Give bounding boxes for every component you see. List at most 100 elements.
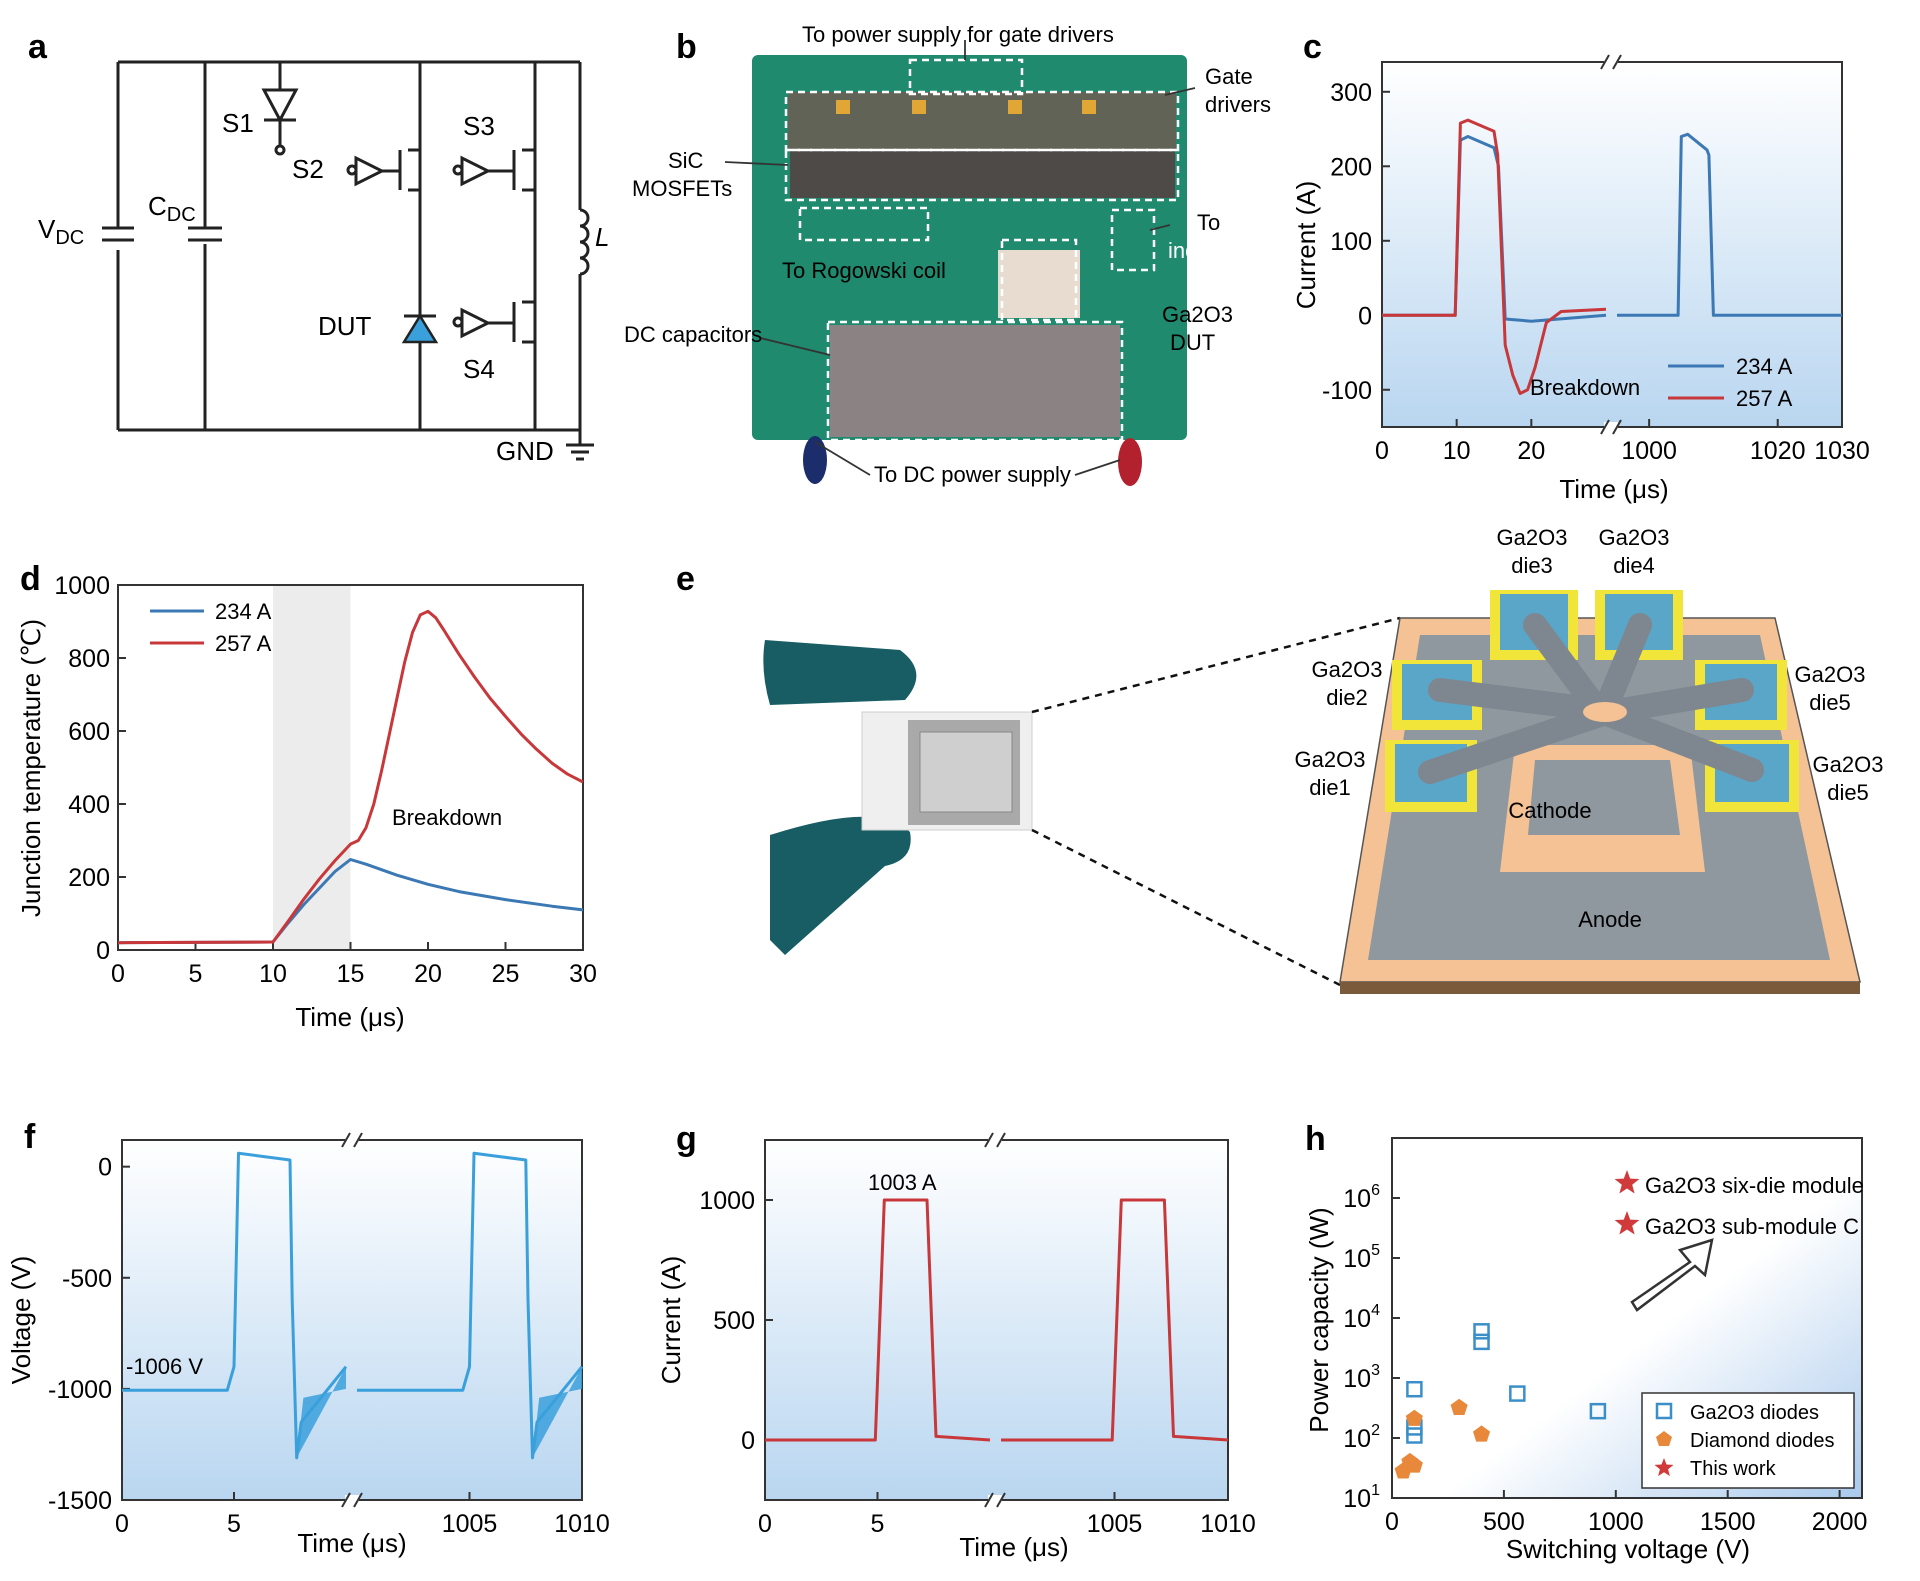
y-tick-label: 800 [68, 645, 110, 673]
positive-terminal [1118, 438, 1142, 486]
scatter-point-diamond [1405, 1409, 1423, 1426]
y-tick-base: 10 [1343, 1485, 1371, 1513]
e-die2-l1: Ga2O3 [1312, 657, 1383, 682]
y-tick-label: -500 [62, 1265, 112, 1293]
x-tick-label: 0 [1385, 1508, 1399, 1536]
glove-lower [770, 816, 911, 955]
c-legend-234: 234 A [1736, 354, 1793, 379]
y-tick-label: 106 [1343, 1182, 1380, 1213]
panel-label-a: a [28, 28, 48, 66]
dut-diode-symbol [401, 313, 439, 344]
f-voltage-annotation: -1006 V [126, 1354, 203, 1379]
y-tick-label: 102 [1343, 1422, 1380, 1453]
f-xlabel: Time (μs) [297, 1528, 406, 1558]
x-tick-label: 1030 [1814, 437, 1870, 465]
x-tick-label: 0 [1375, 437, 1389, 465]
panel-label-f: f [24, 1118, 36, 1156]
series-line-257 A [117, 609, 584, 945]
b-ga2o3-label-1: Ga2O3 [1162, 302, 1233, 327]
b-sic-label-2: MOSFETs [632, 176, 732, 201]
e-die5b-l1: Ga2O3 [1813, 752, 1884, 777]
x-tick-label: 500 [1483, 1508, 1525, 1536]
y-tick-base: 10 [1343, 1365, 1371, 1393]
strap-hub [1583, 702, 1627, 722]
x-tick-label: 20 [1517, 437, 1545, 465]
dashed-regions [784, 58, 1180, 442]
d-legend-257: 257 A [215, 631, 272, 656]
x-tick-label: 5 [189, 960, 203, 988]
h-legend-ga2o3: Ga2O3 diodes [1690, 1402, 1819, 1424]
circuit-wires [102, 60, 594, 461]
y-tick-label: 1000 [699, 1187, 755, 1215]
plot-frame-g [764, 1139, 1229, 1501]
x-tick-label: 10 [1443, 437, 1471, 465]
star-marker [1614, 1211, 1640, 1235]
scatter-point-ga2o3 [1509, 1385, 1526, 1402]
h-xlabel: Switching voltage (V) [1506, 1534, 1750, 1564]
ga2o3-dut-package [998, 250, 1080, 318]
s3-label: S3 [463, 111, 495, 141]
x-tick-label: 1005 [1087, 1510, 1143, 1538]
s4-label: S4 [463, 354, 495, 384]
capacitor-pads [836, 100, 1096, 114]
g-current-annotation: 1003 A [868, 1170, 937, 1195]
scatter-point-ga2o3 [1473, 1333, 1490, 1351]
e-die3-l1: Ga2O3 [1497, 525, 1568, 550]
b-inductor-label-2: inductor [1168, 238, 1246, 263]
d-legend-234: 234 A [215, 599, 272, 624]
axis-break-gap [988, 1135, 1002, 1145]
axis-break-gap [1604, 57, 1618, 67]
panel-label-c: c [1303, 28, 1322, 66]
x-tick-label: 0 [115, 1510, 129, 1538]
glove-upper [763, 640, 917, 705]
b-dc-supply-label: To DC power supply [874, 462, 1071, 487]
y-tick-label: 1000 [54, 572, 110, 600]
y-tick-base: 10 [1343, 1305, 1371, 1333]
x-tick-label: 1500 [1700, 1508, 1756, 1536]
axis-break-mark [996, 1132, 1006, 1148]
axis-break-mark [341, 1132, 351, 1148]
module-dies [919, 731, 1013, 813]
y-tick-exponent: 2 [1371, 1422, 1380, 1439]
y-tick-base: 10 [1343, 1185, 1371, 1213]
c-breakdown-annotation: Breakdown [1530, 375, 1640, 400]
e-die5a-l2: die5 [1809, 690, 1851, 715]
axis-break-mark [353, 1492, 363, 1508]
g-xlabel: Time (μs) [959, 1532, 1068, 1562]
axis-break-gap [1604, 422, 1618, 432]
axis-break-mark [996, 1492, 1006, 1508]
b-gate-supply-label: To power supply for gate drivers [802, 22, 1114, 47]
axis-break-gap [345, 1495, 359, 1505]
x-tick-label: 1020 [1750, 437, 1806, 465]
c-legend: 234 A 257 A [1668, 354, 1793, 411]
ringing-envelope [296, 1366, 346, 1458]
b-ga2o3-label-2: DUT [1170, 330, 1215, 355]
h-legend-pentagon [1656, 1431, 1672, 1446]
h-legend-star [1654, 1458, 1674, 1477]
e-die1-l1: Ga2O3 [1295, 747, 1366, 772]
h-legend-square [1655, 1402, 1673, 1420]
c-xlabel: Time (μs) [1559, 474, 1668, 504]
e-die4-l1: Ga2O3 [1599, 525, 1670, 550]
dut-label: DUT [318, 311, 372, 341]
e-cathode-label: Cathode [1508, 798, 1591, 823]
y-tick-label: 0 [1358, 302, 1372, 330]
y-tick-label: 104 [1343, 1302, 1380, 1333]
panel-label-e: e [676, 560, 695, 598]
inductor-label: L [595, 222, 609, 252]
panel-label-g: g [676, 1120, 697, 1158]
y-tick-exponent: 5 [1371, 1242, 1380, 1259]
zoom-lines [1031, 616, 1401, 987]
x-tick-label: 5 [227, 1510, 241, 1538]
plot-frame-f [121, 1139, 583, 1501]
h-callouts: Ga2O3 six-die module Ga2O3 sub-module C [1614, 1170, 1864, 1239]
b-dc-caps-label: DC capacitors [624, 322, 762, 347]
e-die1-l2: die1 [1309, 775, 1351, 800]
dc-capacitor-bank [830, 325, 1120, 437]
